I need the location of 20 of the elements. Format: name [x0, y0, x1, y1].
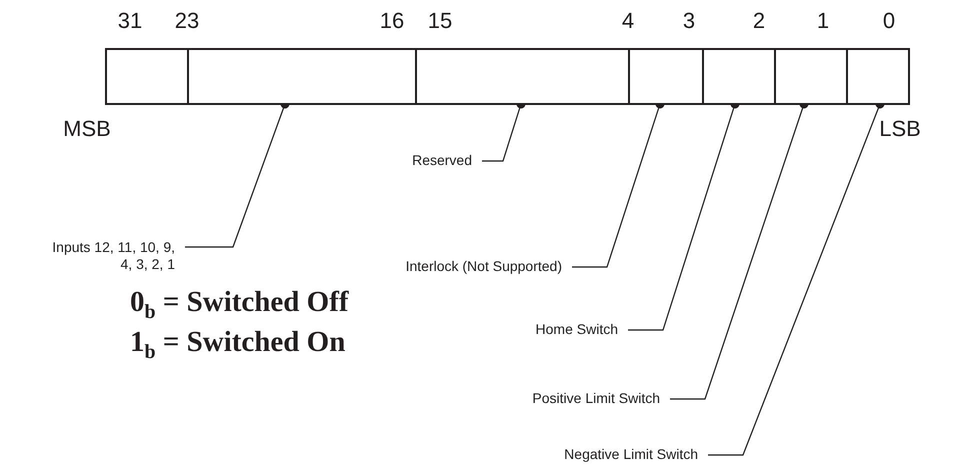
field-label: Inputs 12, 11, 10, 9, 4, 3, 2, 1: [40, 239, 175, 273]
bit-number: 15: [428, 8, 452, 34]
bit-number: 2: [752, 8, 766, 34]
field-label: Reserved: [382, 152, 472, 169]
bit-number: 1: [816, 8, 830, 34]
bit-number: 16: [380, 8, 404, 34]
bit-order-label: MSB: [63, 116, 111, 142]
field-label: Negative Limit Switch: [470, 446, 698, 463]
bit-number: 23: [174, 8, 200, 34]
bit-number: 3: [682, 8, 696, 34]
bit-order-label: LSB: [879, 116, 921, 142]
field-label: Positive Limit Switch: [440, 390, 660, 407]
value-note: 0$_{b}$ = Switched Off: [130, 286, 349, 324]
register-field: [846, 48, 910, 105]
bit-number: 0: [882, 8, 896, 34]
bit-number: 4: [622, 8, 634, 34]
value-note: 1$_{b}$ = Switched On: [130, 326, 346, 364]
bit-number: 31: [118, 8, 142, 34]
field-label: Home Switch: [460, 321, 618, 338]
field-label: Interlock (Not Supported): [300, 258, 562, 275]
